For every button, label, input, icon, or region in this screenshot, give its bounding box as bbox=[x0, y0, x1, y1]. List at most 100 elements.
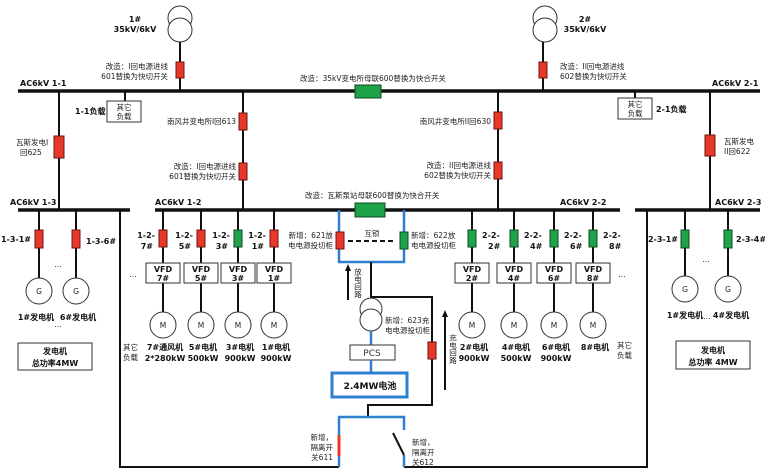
feeder-breaker[interactable] bbox=[588, 229, 598, 248]
motor-icon bbox=[260, 311, 288, 339]
breaker-622[interactable] bbox=[704, 134, 716, 157]
ellipsis: ... bbox=[703, 312, 710, 321]
vfd-label: VFD bbox=[154, 265, 173, 274]
motor-rating: 900kW bbox=[225, 354, 256, 363]
label: G bbox=[682, 285, 688, 294]
bus-label-1-3: AC6kV 1-3 bbox=[10, 198, 56, 207]
vfd-label: VFD bbox=[584, 265, 603, 274]
feeder-breaker[interactable] bbox=[509, 229, 519, 248]
breaker-602[interactable] bbox=[538, 61, 548, 79]
label: 互锁 bbox=[365, 228, 380, 238]
feeder-id: 1-2- bbox=[248, 231, 266, 240]
breaker-630[interactable] bbox=[493, 111, 503, 130]
feeder-breaker[interactable] bbox=[549, 229, 559, 248]
isolator-612[interactable] bbox=[392, 432, 405, 456]
transformer-rating: 35kV/6kV bbox=[564, 25, 607, 34]
ellipsis: ... bbox=[618, 270, 625, 279]
feeder-breaker[interactable] bbox=[196, 229, 206, 248]
label: 6#发电机 bbox=[60, 312, 96, 322]
vfd-label: 4# bbox=[508, 274, 521, 283]
motor-rating: 500kW bbox=[501, 354, 532, 363]
vfd-label: VFD bbox=[192, 265, 211, 274]
label: 瓦斯发电I bbox=[16, 137, 48, 147]
feeder-breaker[interactable] bbox=[158, 229, 168, 248]
motor-symbol: M bbox=[551, 321, 557, 330]
bus-label-1-2: AC6kV 1-2 bbox=[155, 198, 201, 207]
vfd-box bbox=[145, 262, 181, 284]
transformer-name: 2# bbox=[579, 15, 592, 24]
other-load-2-1 bbox=[617, 97, 653, 120]
generator-icon bbox=[25, 277, 53, 305]
label: 改造：I回电源进线 bbox=[174, 161, 237, 171]
pcs-label: PCS bbox=[363, 349, 381, 359]
motor-label: 8#电机 bbox=[581, 342, 609, 352]
feeder-breaker[interactable] bbox=[467, 229, 477, 248]
label: 改造：II回电源进线 bbox=[427, 160, 492, 170]
label: 601替换为快切开关 bbox=[101, 71, 168, 81]
breaker-625[interactable] bbox=[53, 135, 65, 159]
tie-breaker-600-35kv[interactable] bbox=[354, 84, 382, 99]
breaker-1-3-6[interactable] bbox=[71, 229, 81, 249]
motor-icon bbox=[187, 311, 215, 339]
other-load-label: 负载 bbox=[123, 352, 138, 362]
breaker-2-3-1[interactable] bbox=[680, 229, 690, 249]
feeders-2-2: 2-2-2#VFD2#M2#电机900kW2-2-4#VFD4#M4#电机500… bbox=[454, 210, 622, 363]
transformer-1: 1# 35kV/6kV bbox=[114, 5, 193, 91]
breaker-621[interactable] bbox=[335, 231, 345, 250]
other-load-label: 其它 bbox=[123, 342, 138, 352]
breaker-622-new[interactable] bbox=[399, 231, 409, 250]
vfd-box bbox=[536, 262, 572, 284]
vfd-box bbox=[220, 262, 256, 284]
label: 1-1负载 bbox=[75, 106, 105, 116]
ellipsis: ... bbox=[129, 270, 136, 279]
motor-label: 3#电机 bbox=[226, 342, 254, 352]
breaker-602-sub[interactable] bbox=[493, 161, 503, 180]
feeder-id: 2-2- bbox=[524, 231, 542, 240]
feeder-id: 1-2- bbox=[212, 231, 230, 240]
label: 隔离开 bbox=[412, 447, 435, 457]
label: 总功率4MW bbox=[32, 358, 79, 368]
feeder-id: 1-2- bbox=[175, 231, 193, 240]
label: 隔离开 bbox=[311, 442, 334, 452]
label: 负载 bbox=[628, 108, 643, 118]
battery-box bbox=[330, 371, 409, 399]
motor-icon bbox=[224, 311, 252, 339]
label: 其它 bbox=[628, 99, 643, 109]
label: 发电机 bbox=[700, 345, 725, 355]
label: 电电源投切柜 bbox=[411, 240, 456, 250]
label: 电电源投切柜 bbox=[385, 325, 430, 335]
label: 改造：II回电源进线 bbox=[560, 61, 625, 71]
breaker-613[interactable] bbox=[238, 112, 248, 131]
feeder-breaker[interactable] bbox=[269, 229, 279, 248]
feeder-id: 1-2- bbox=[137, 231, 155, 240]
breaker-601[interactable] bbox=[175, 61, 185, 79]
breaker-623[interactable] bbox=[427, 341, 437, 360]
label: 新增， bbox=[311, 432, 334, 442]
ellipsis: ... bbox=[54, 320, 61, 329]
label: 改造：I回电源进线 bbox=[106, 61, 169, 71]
motor-icon bbox=[458, 311, 486, 339]
label: 总功率 4MW bbox=[688, 357, 737, 367]
other-load-1-1 bbox=[106, 100, 142, 123]
breaker-1-3-1[interactable] bbox=[34, 229, 44, 249]
label: 1-3-1# bbox=[1, 235, 31, 244]
feeder-id: 8# bbox=[609, 242, 622, 251]
feeder-breaker[interactable] bbox=[233, 229, 243, 248]
vfd-label: 7# bbox=[157, 274, 170, 283]
label: 新增：622放 bbox=[411, 230, 456, 240]
vfd-label: VFD bbox=[545, 265, 564, 274]
motor-symbol: M bbox=[271, 321, 277, 330]
breaker-601-sub[interactable] bbox=[238, 162, 248, 181]
ellipsis: ... bbox=[702, 255, 709, 264]
tie-breaker-600-pump[interactable] bbox=[354, 202, 386, 218]
breaker-2-3-4[interactable] bbox=[723, 229, 733, 249]
label: 601替换为快切开关 bbox=[169, 171, 236, 181]
vfd-label: VFD bbox=[265, 265, 284, 274]
feeder-id: 2-2- bbox=[603, 231, 621, 240]
motor-symbol: M bbox=[198, 321, 204, 330]
motor-rating: 900kW bbox=[459, 354, 490, 363]
feeder-id: 2# bbox=[488, 242, 501, 251]
